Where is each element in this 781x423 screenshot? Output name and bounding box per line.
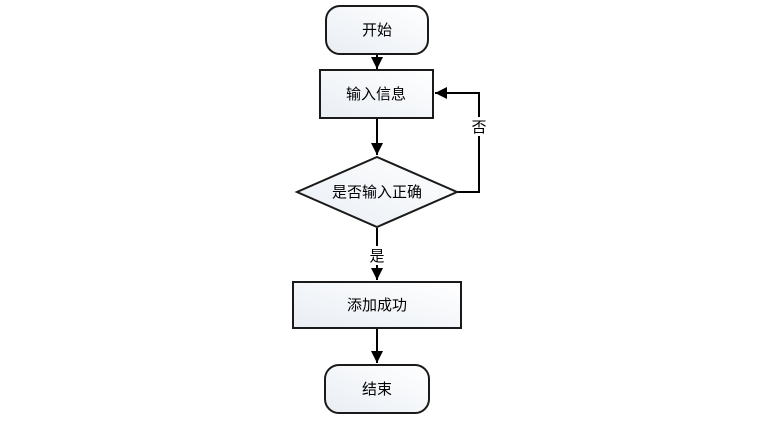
edge-label-yes: 是: [368, 246, 386, 265]
node-input: 输入信息: [319, 69, 434, 119]
input-process-shape: [319, 69, 434, 119]
edge-label-no-text: 否: [471, 119, 486, 136]
input-label: 输入信息: [346, 86, 406, 103]
node-end: 结束: [324, 364, 430, 414]
decision-label: 是否输入正确: [332, 184, 422, 201]
node-decision: 是否输入正确: [294, 155, 460, 229]
edge-decision-no-loopback: [435, 87, 480, 193]
node-success: 添加成功: [292, 281, 462, 329]
start-terminator-shape: [325, 5, 429, 55]
end-terminator-shape: [324, 364, 430, 414]
start-label: 开始: [362, 22, 392, 39]
decision-diamond-shape: [294, 155, 460, 229]
success-process-shape: [292, 281, 462, 329]
edge-label-no-background: [470, 117, 488, 136]
success-label: 添加成功: [347, 297, 407, 314]
end-label: 结束: [362, 381, 392, 398]
edge-label-yes-text: 是: [369, 248, 384, 265]
edge-label-yes-background: [368, 246, 386, 265]
edge-label-no: 否: [470, 117, 488, 136]
node-start: 开始: [325, 5, 429, 55]
